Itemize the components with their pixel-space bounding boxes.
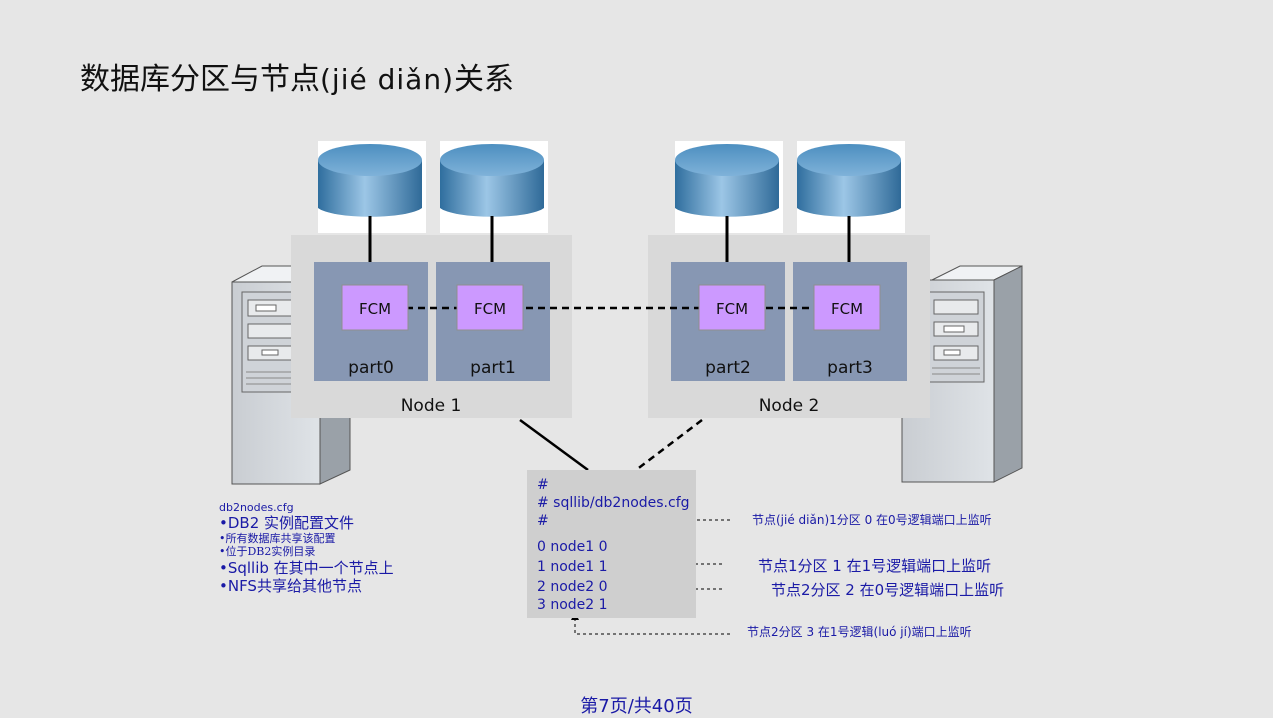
partition-label: part0 <box>348 358 394 378</box>
db2nodes-cfg-box: # # sqllib/db2nodes.cfg # 0 node1 0 1 no… <box>527 470 696 618</box>
cfg-line: # <box>537 513 549 529</box>
cfg-line: 1 node1 1 <box>537 559 608 575</box>
notes-item: •位于DB2实例目录 <box>219 545 316 559</box>
fcm-label: FCM <box>831 300 863 318</box>
node-label: Node 1 <box>401 396 462 416</box>
fcm-box <box>698 284 766 331</box>
cfg-line: # <box>537 477 549 493</box>
database-cylinder-icon <box>797 144 901 217</box>
partition-label: part3 <box>827 358 873 378</box>
fcm-label: FCM <box>474 300 506 318</box>
database-cylinder-icon <box>318 144 422 217</box>
page-title: 数据库分区与节点(jié diǎn)关系 <box>80 62 514 97</box>
node-2-config-link <box>635 419 703 471</box>
annotation-text: 节点2分区 2 在0号逻辑端口上监听 <box>771 581 1005 599</box>
fcm-box <box>341 284 409 331</box>
notes-item: •Sqllib 在其中一个节点上 <box>219 558 394 577</box>
partition-label: part1 <box>470 358 516 378</box>
notes-item: •DB2 实例配置文件 <box>219 514 355 533</box>
cfg-line: 2 node2 0 <box>537 579 608 595</box>
annotation-text: 节点2分区 3 在1号逻辑(luó jí)端口上监听 <box>747 625 972 639</box>
db2nodes-notes: db2nodes.cfg •DB2 实例配置文件 •所有数据库共享该配置 •位于… <box>219 501 394 595</box>
partition-label: part2 <box>705 358 751 378</box>
cfg-line: 0 node1 0 <box>537 539 608 555</box>
notes-heading: db2nodes.cfg <box>219 501 294 514</box>
page-footer: 第7页/共40页 <box>580 696 693 717</box>
notes-item: •NFS共享给其他节点 <box>219 576 362 595</box>
node-1-config-link <box>519 418 589 472</box>
fcm-label: FCM <box>716 300 748 318</box>
database-cylinder-icon <box>440 144 544 217</box>
cfg-line: # sqllib/db2nodes.cfg <box>537 495 690 511</box>
annotation-text: 节点(jié diǎn)1分区 0 在0号逻辑端口上监听 <box>752 513 992 527</box>
cfg-line: 3 node2 1 <box>537 597 608 613</box>
node-label: Node 2 <box>759 396 820 416</box>
fcm-box <box>813 284 881 331</box>
fcm-label: FCM <box>359 300 391 318</box>
database-cylinder-icon <box>675 144 779 217</box>
annotation-text: 节点1分区 1 在1号逻辑端口上监听 <box>758 557 992 575</box>
fcm-box <box>456 284 524 331</box>
notes-item: •所有数据库共享该配置 <box>219 532 336 546</box>
server-right-icon <box>901 265 1023 483</box>
